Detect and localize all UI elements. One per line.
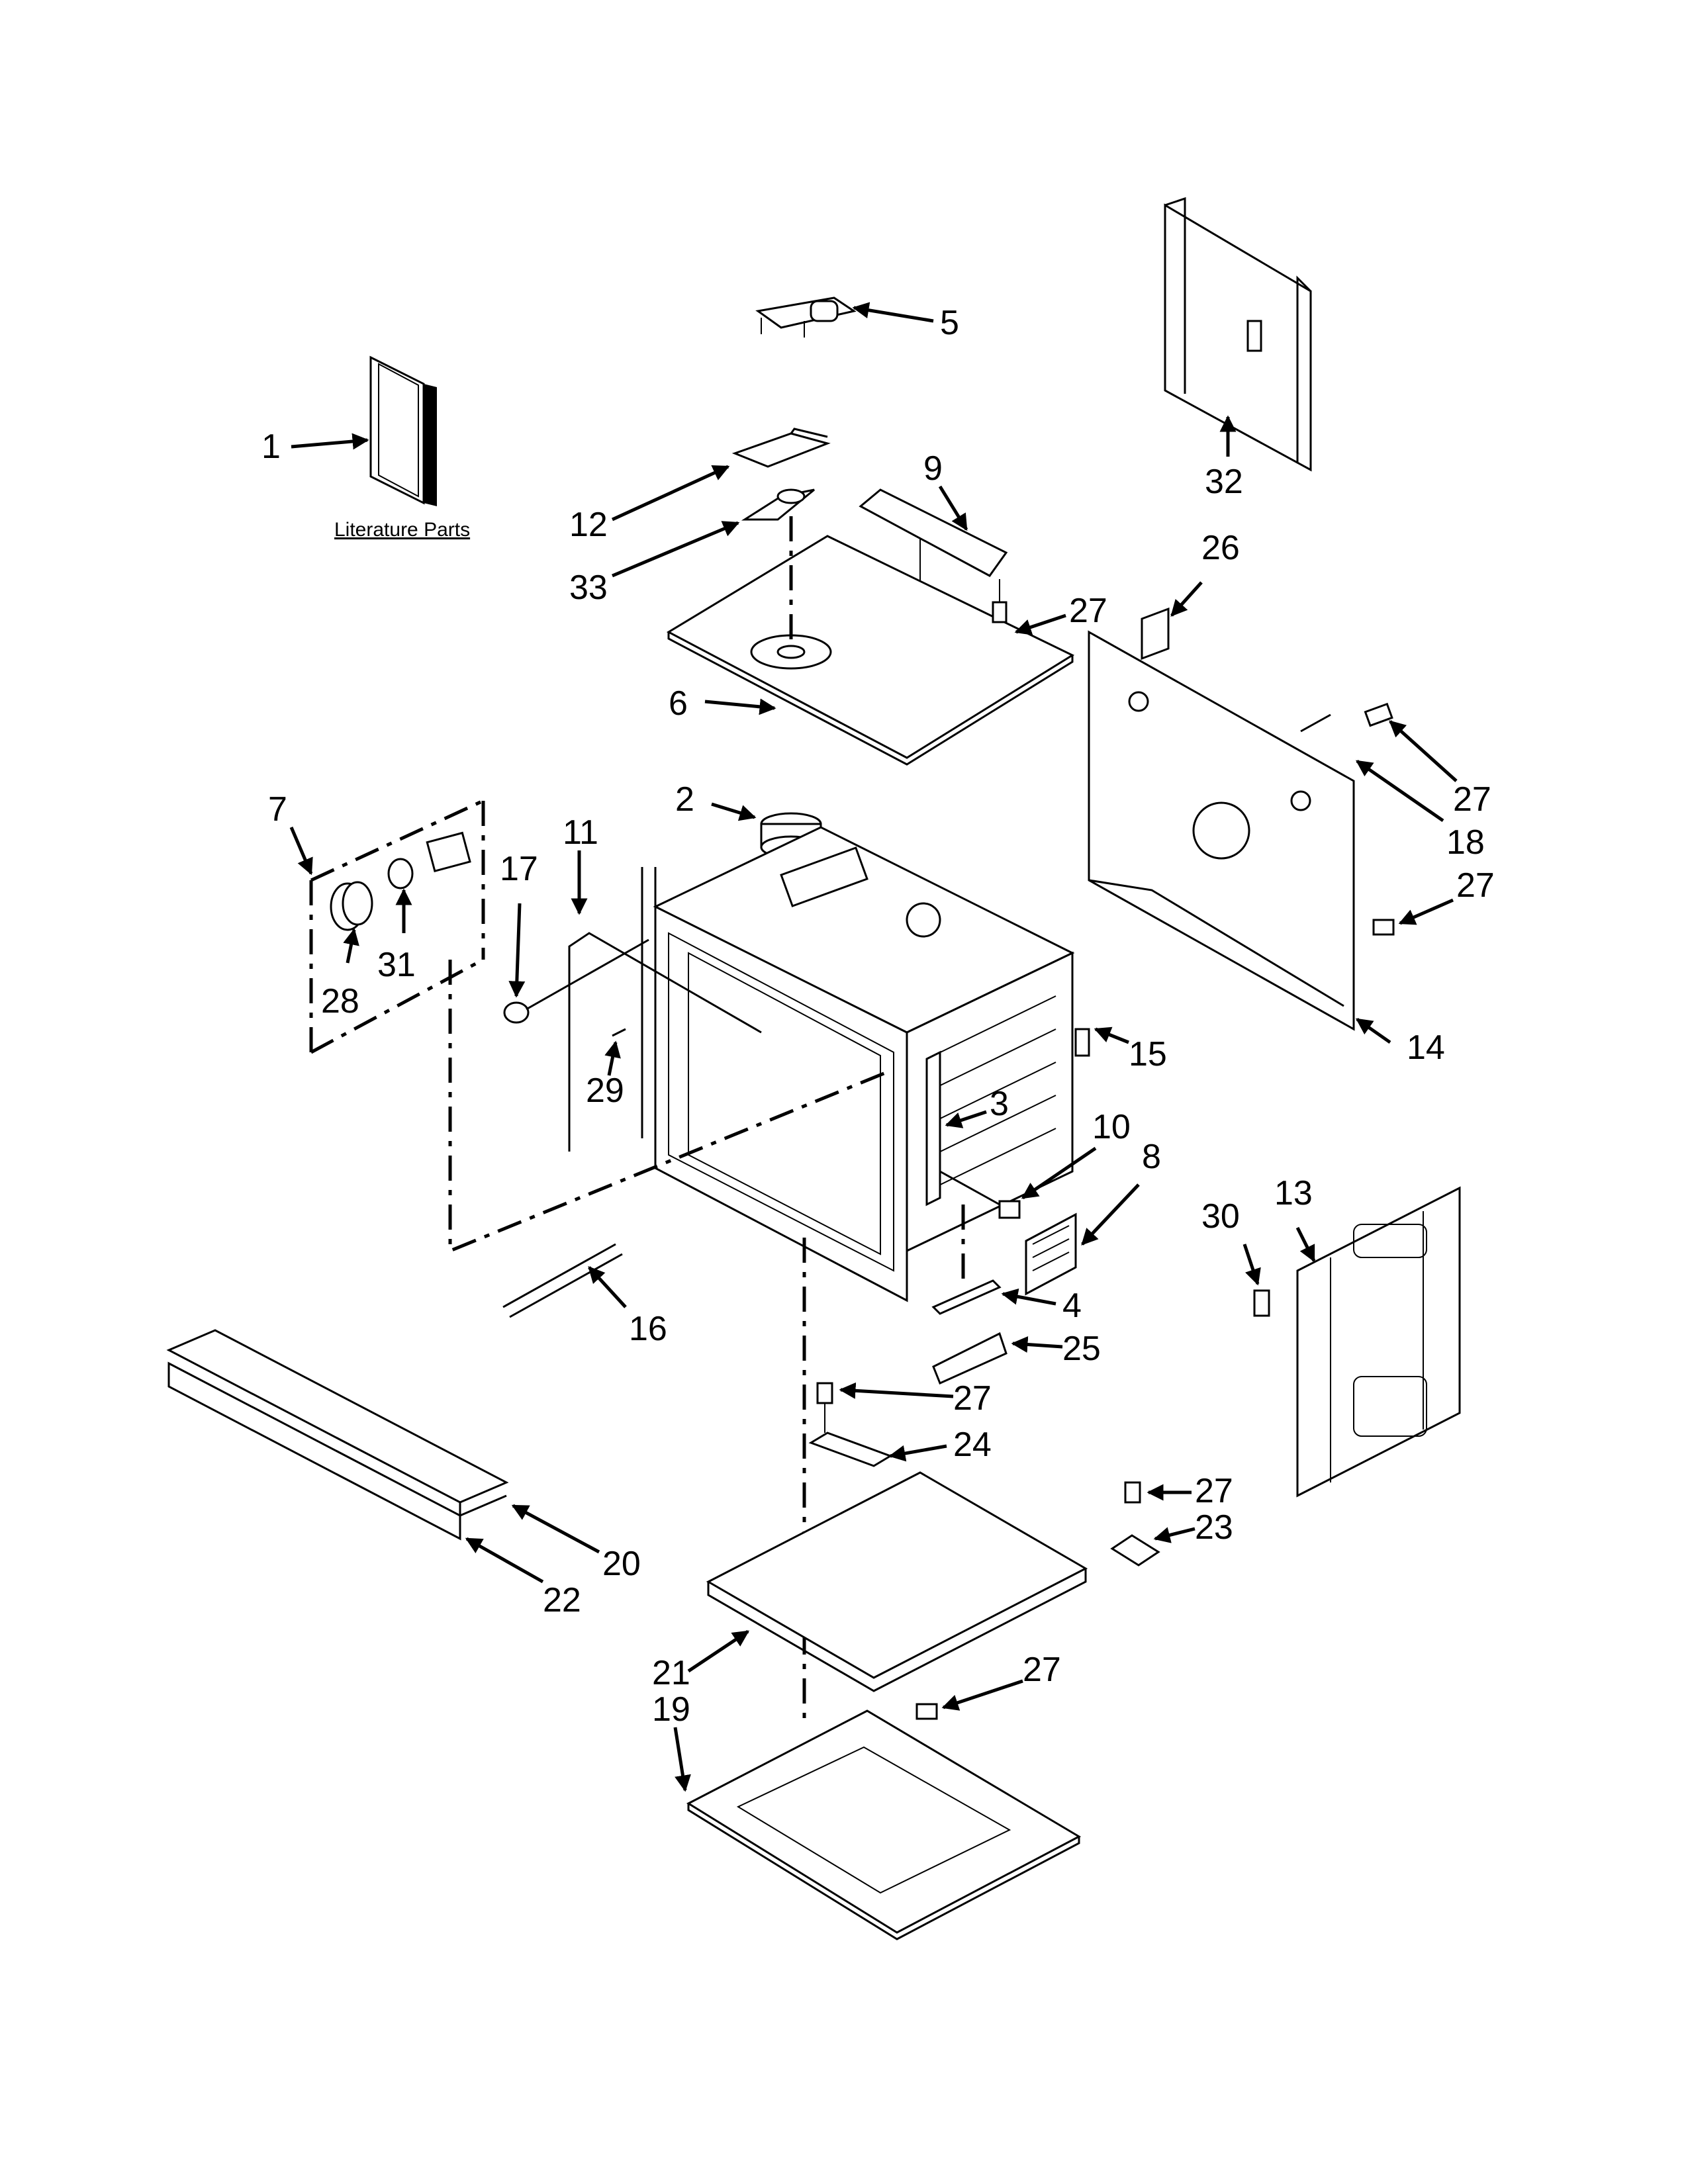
label-17: 17 (500, 850, 538, 888)
label-26: 26 (1201, 529, 1240, 567)
label-27-right-upper: 27 (1453, 780, 1491, 819)
part-25-bracket: 25 (932, 1330, 1101, 1385)
part-literature-booklet: 1 Literature Parts (261, 355, 470, 541)
label-32: 32 (1205, 463, 1243, 501)
label-6: 6 (669, 684, 688, 723)
part-27-screw-mid: 27 (816, 1379, 992, 1433)
label-23: 23 (1195, 1508, 1233, 1547)
part-12-top-bracket: 12 (569, 428, 831, 544)
part-8-vent-grille: 8 (1025, 1138, 1161, 1296)
part-23-bracket: 23 (1110, 1508, 1233, 1567)
part-20-rail: 20 (166, 1329, 641, 1583)
label-31: 31 (377, 946, 416, 984)
part-15-hinge-clip: 15 (1074, 1026, 1167, 1073)
part-5-bracket-assembly: 5 (755, 296, 959, 342)
part-6-top-panel: 6 (666, 516, 1075, 766)
label-28: 28 (321, 982, 359, 1021)
part-22-rail: 22 (167, 1361, 581, 1619)
label-11: 11 (563, 813, 598, 852)
part-19-base-pan: 19 (652, 1690, 1082, 1940)
part-4-bracket: 4 (931, 1205, 1082, 1325)
label-3: 3 (990, 1085, 1009, 1123)
label-18: 18 (1446, 823, 1485, 862)
label-19: 19 (652, 1690, 690, 1729)
part-27-screw-right: 27 (1372, 866, 1495, 936)
label-9: 9 (923, 449, 943, 488)
label-27-bottom: 27 (1023, 1651, 1061, 1689)
label-25: 25 (1062, 1330, 1101, 1368)
label-2: 2 (675, 780, 694, 819)
part-26-bracket: 26 (1141, 529, 1240, 660)
part-3-side-bracket: 3 (925, 1050, 1009, 1206)
part-27-screw-lower-right: 27 (1124, 1472, 1233, 1510)
part-14-rear-wall: 14 (1088, 630, 1445, 1067)
label-1: 1 (261, 428, 281, 466)
label-5: 5 (940, 304, 959, 342)
label-27-lower-right: 27 (1195, 1472, 1233, 1510)
part-7-light-assembly-group: 7 28 31 (268, 790, 485, 1054)
part-32-rear-panel: 32 (1164, 197, 1312, 501)
label-13: 13 (1274, 1174, 1313, 1212)
part-33-mount-bracket: 33 (569, 488, 815, 607)
label-12: 12 (569, 506, 608, 544)
label-27-top: 27 (1069, 592, 1107, 630)
part-11-gasket-wire: 11 (563, 813, 762, 1152)
label-29: 29 (586, 1071, 624, 1110)
label-7: 7 (268, 790, 287, 829)
label-16: 16 (629, 1310, 667, 1348)
label-14: 14 (1407, 1028, 1445, 1067)
alignment-lines (448, 960, 888, 1721)
label-30: 30 (1201, 1197, 1240, 1236)
part-21-bottom-panel: 21 (652, 1471, 1088, 1692)
part-24-bracket: 24 (808, 1426, 992, 1467)
part-30-clip: 30 (1201, 1197, 1270, 1317)
label-22: 22 (543, 1581, 581, 1619)
label-20: 20 (602, 1545, 641, 1583)
literature-parts-caption: Literature Parts (334, 519, 470, 541)
part-10-screw: 10 (939, 1108, 1131, 1219)
label-33: 33 (569, 569, 608, 607)
label-21: 21 (652, 1654, 690, 1692)
part-13-side-panel: 13 (1274, 1174, 1461, 1498)
label-15: 15 (1129, 1035, 1167, 1073)
part-29-screw: 29 (586, 1028, 626, 1110)
part-17-grommet: 17 (500, 850, 649, 1024)
part-16-oven-sensor: 16 (502, 1243, 667, 1348)
label-4: 4 (1062, 1287, 1082, 1325)
part-27-screw-top: 27 (992, 579, 1107, 635)
label-10: 10 (1092, 1108, 1131, 1146)
part-18-sensor: 18 27 (1300, 702, 1491, 862)
part-27-screw-bottom: 27 (915, 1651, 1061, 1720)
label-8: 8 (1142, 1138, 1161, 1176)
label-27-mid: 27 (953, 1379, 992, 1418)
label-24: 24 (953, 1426, 992, 1464)
oven-cavity (641, 826, 1075, 1302)
label-27-right-lower: 27 (1456, 866, 1495, 905)
